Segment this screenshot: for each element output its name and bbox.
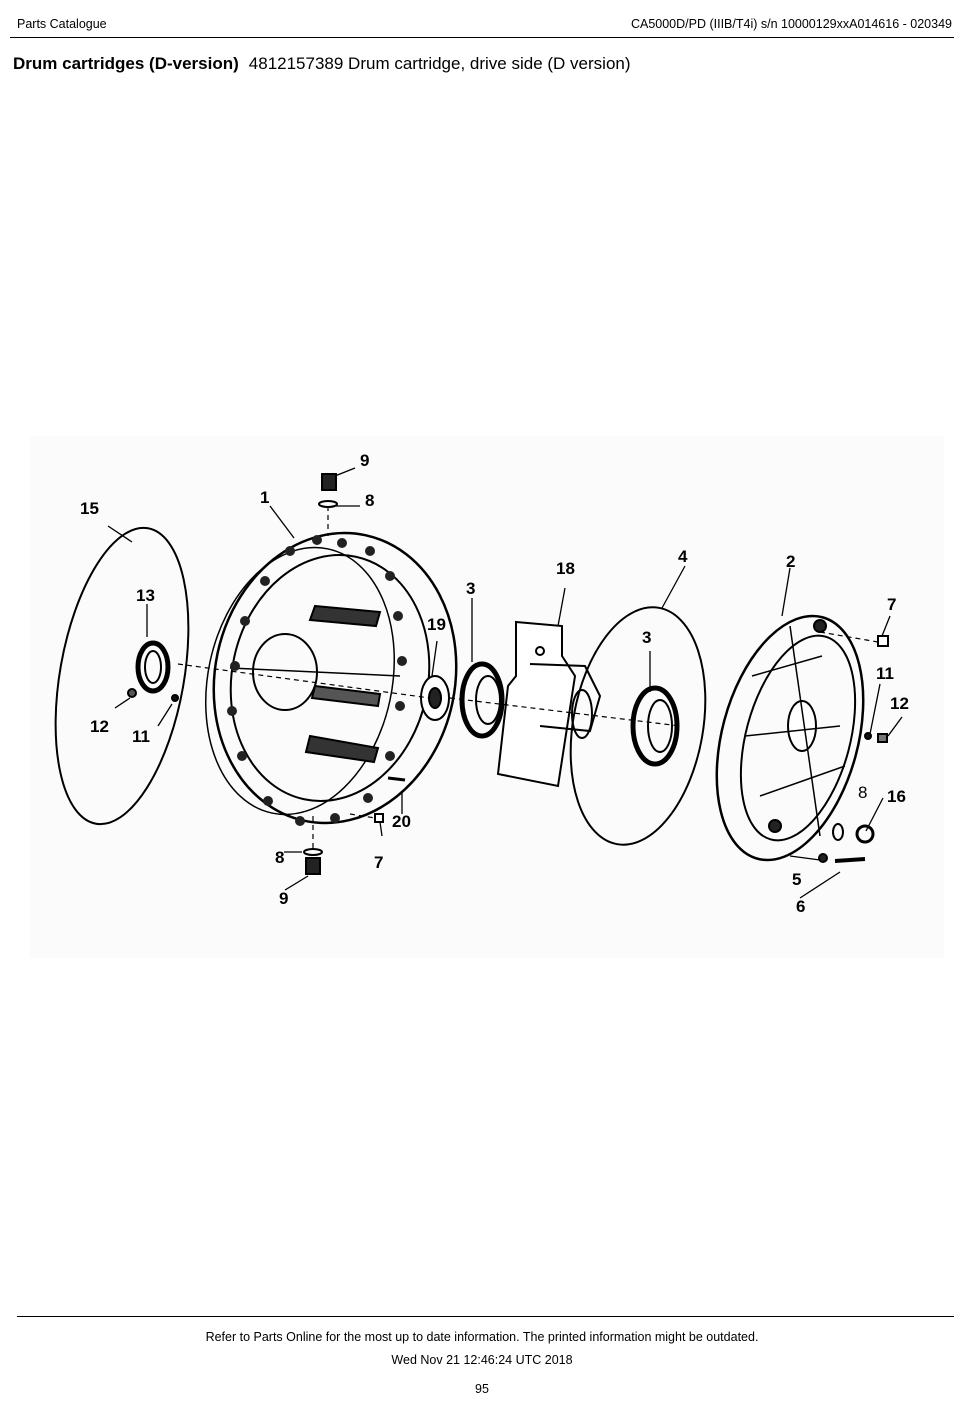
callout-13: 13 xyxy=(136,586,155,605)
section-title: Drum cartridges (D-version) xyxy=(13,54,239,73)
bearing-part-3-right xyxy=(630,685,680,767)
callout-11-right: 11 xyxy=(876,664,894,683)
callout-8-bottom: 8 xyxy=(275,848,284,867)
cover-part-2 xyxy=(715,614,865,862)
callout-12-left: 12 xyxy=(90,717,109,736)
callout-15: 15 xyxy=(80,499,99,518)
callout-7-right: 7 xyxy=(887,595,896,614)
callout-8-top: 8 xyxy=(365,491,374,510)
model-serial-range: CA5000D/PD (IIIB/T4i) s/n 10000129xxA014… xyxy=(630,17,952,31)
page-number: 95 xyxy=(475,1382,489,1396)
callout-8-right: 8 xyxy=(858,783,867,802)
callout-12-right: 12 xyxy=(890,694,909,713)
catalogue-label: Parts Catalogue xyxy=(17,17,107,31)
callout-11-left: 11 xyxy=(132,727,150,746)
callout-9-top: 9 xyxy=(360,451,369,470)
callout-2: 2 xyxy=(786,552,795,571)
callout-4: 4 xyxy=(678,547,688,566)
callout-1: 1 xyxy=(260,488,269,507)
drum-housing-part-1 xyxy=(204,531,458,826)
callout-9-bottom: 9 xyxy=(279,889,288,908)
seal-ring-part-15 xyxy=(54,526,190,826)
callout-5: 5 xyxy=(792,870,801,889)
exploded-view-diagram: 15 1 9 8 13 12 11 19 3 18 4 3 2 7 11 12 … xyxy=(30,436,944,958)
callout-3-right: 3 xyxy=(642,628,651,647)
callout-20: 20 xyxy=(392,812,411,831)
footer-divider xyxy=(17,1316,954,1317)
o-ring-part-4 xyxy=(569,606,707,846)
callout-6: 6 xyxy=(796,897,805,916)
callout-3-left: 3 xyxy=(466,579,475,598)
callout-18: 18 xyxy=(556,559,575,578)
page-title: Drum cartridges (D-version) 4812157389 Dr… xyxy=(13,54,631,74)
lip-seal-part-13 xyxy=(135,640,171,694)
footer-timestamp: Wed Nov 21 12:46:24 UTC 2018 xyxy=(391,1353,573,1367)
header-divider xyxy=(10,37,954,38)
callout-16: 16 xyxy=(887,787,906,806)
callout-7-bottom: 7 xyxy=(374,853,383,872)
callout-19: 19 xyxy=(427,615,446,634)
footer-notice: Refer to Parts Online for the most up to… xyxy=(205,1330,759,1344)
shaft-assembly-part-18 xyxy=(496,620,602,788)
part-title: 4812157389 Drum cartridge, drive side (D… xyxy=(248,54,631,73)
